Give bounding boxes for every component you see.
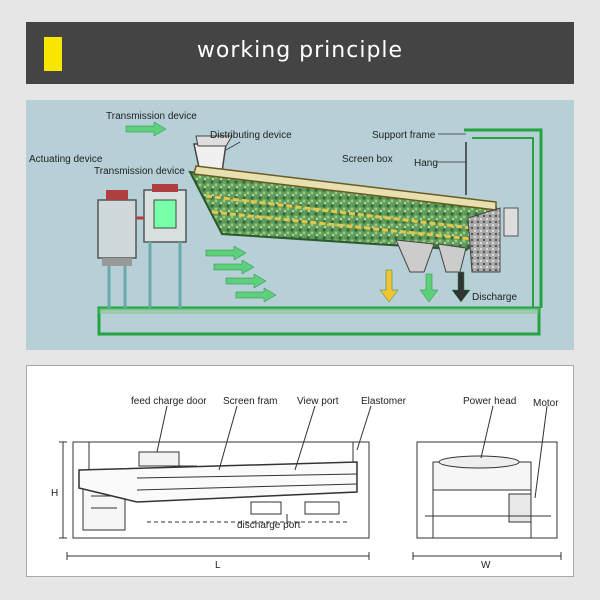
actuating-device-shape	[97, 199, 137, 259]
label-actuating-device: Actuating device	[29, 154, 103, 165]
front-view-motor	[508, 493, 532, 523]
label-motor: Motor	[533, 398, 559, 409]
principle-svg: Transmission device Distributing device …	[29, 111, 543, 336]
dimension-svg: feed charge door Screen fram View port E…	[51, 396, 562, 571]
dim-w: W	[481, 560, 491, 571]
dim-l: L	[215, 560, 221, 571]
label-screen-box: Screen box	[342, 154, 393, 165]
page-title: working principle	[196, 38, 404, 63]
label-distributing-device: Distributing device	[210, 130, 292, 141]
header-bar: working principle	[26, 22, 574, 84]
label-power-head: Power head	[463, 396, 516, 407]
accent-mark	[44, 37, 62, 71]
side-view-screen	[78, 461, 358, 503]
label-feed-charge-door: feed charge door	[131, 396, 207, 407]
working-principle-diagram: Transmission device Distributing device …	[26, 100, 574, 350]
label-screen-fram: Screen fram	[223, 396, 277, 407]
label-elastomer: Elastomer	[361, 396, 407, 407]
support-frame-shape	[464, 128, 543, 308]
dimension-drawing: feed charge door Screen fram View port E…	[26, 365, 574, 577]
label-hang: Hang	[414, 158, 438, 169]
label-support-frame: Support frame	[372, 130, 436, 141]
label-transmission-device: Transmission device	[94, 166, 185, 177]
label-transmission-device-top: Transmission device	[106, 111, 197, 122]
label-discharge: Discharge	[472, 292, 517, 303]
label-discharge-port: discharge port	[237, 520, 301, 531]
dim-h: H	[51, 488, 58, 499]
front-view-frame	[416, 441, 558, 539]
label-view-port: View port	[297, 396, 339, 407]
